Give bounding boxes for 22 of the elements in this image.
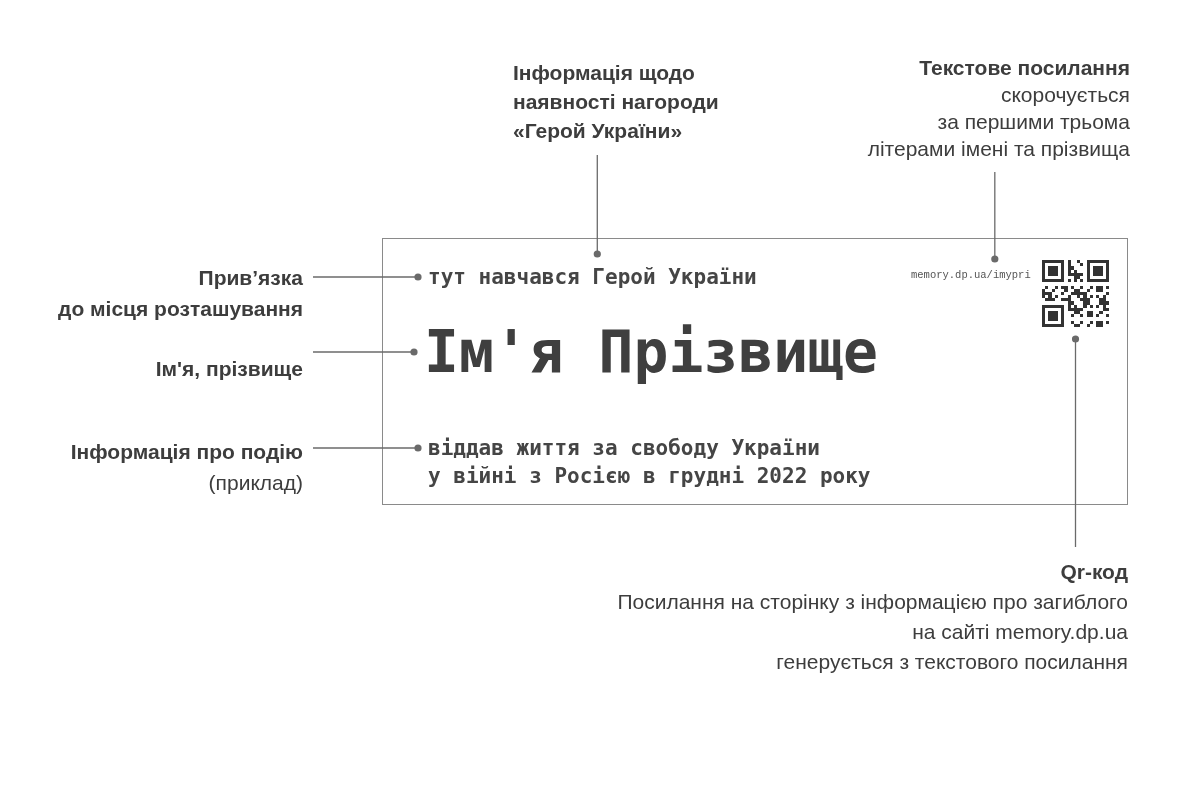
callout-label: Інформація щодо наявності нагороди «Герой України» — [513, 58, 719, 145]
callout-text: (приклад) — [207, 470, 303, 496]
plaque-panel — [382, 238, 1128, 505]
leader-line — [593, 154, 601, 258]
callout-label: Прив’язка до місця розташування — [58, 262, 303, 324]
inscription-text: віддав життя за свободу України у війні з Росією в грудні 2022 року — [428, 434, 871, 490]
link-text: memory.dp.ua/imypri — [911, 269, 1031, 282]
callout-text: скорочується за першими трьома літерами імені та прізвища — [867, 82, 1130, 162]
callout-label: Ім'я, прізвище — [155, 354, 303, 384]
inscription-text: тут навчався — [428, 264, 580, 290]
leader-line — [991, 171, 999, 263]
qr-code-icon — [1042, 260, 1109, 327]
inscription-text: Герой України — [592, 264, 757, 290]
callout-heading: Текстове посилання — [918, 55, 1130, 81]
leader-line — [312, 273, 422, 281]
leader-line — [312, 444, 422, 452]
callout-text: Посилання на сторінку з інформацією про загиблого на сайті memory.dp.ua генерується з текстового посилання — [617, 589, 1128, 675]
callout-heading: Qr-код — [1059, 559, 1128, 585]
leader-line — [1071, 335, 1080, 548]
callout-heading: Інформація про подію — [70, 439, 303, 465]
leader-line — [312, 348, 418, 356]
name-inscription: Ім'я Прізвище — [424, 319, 878, 385]
